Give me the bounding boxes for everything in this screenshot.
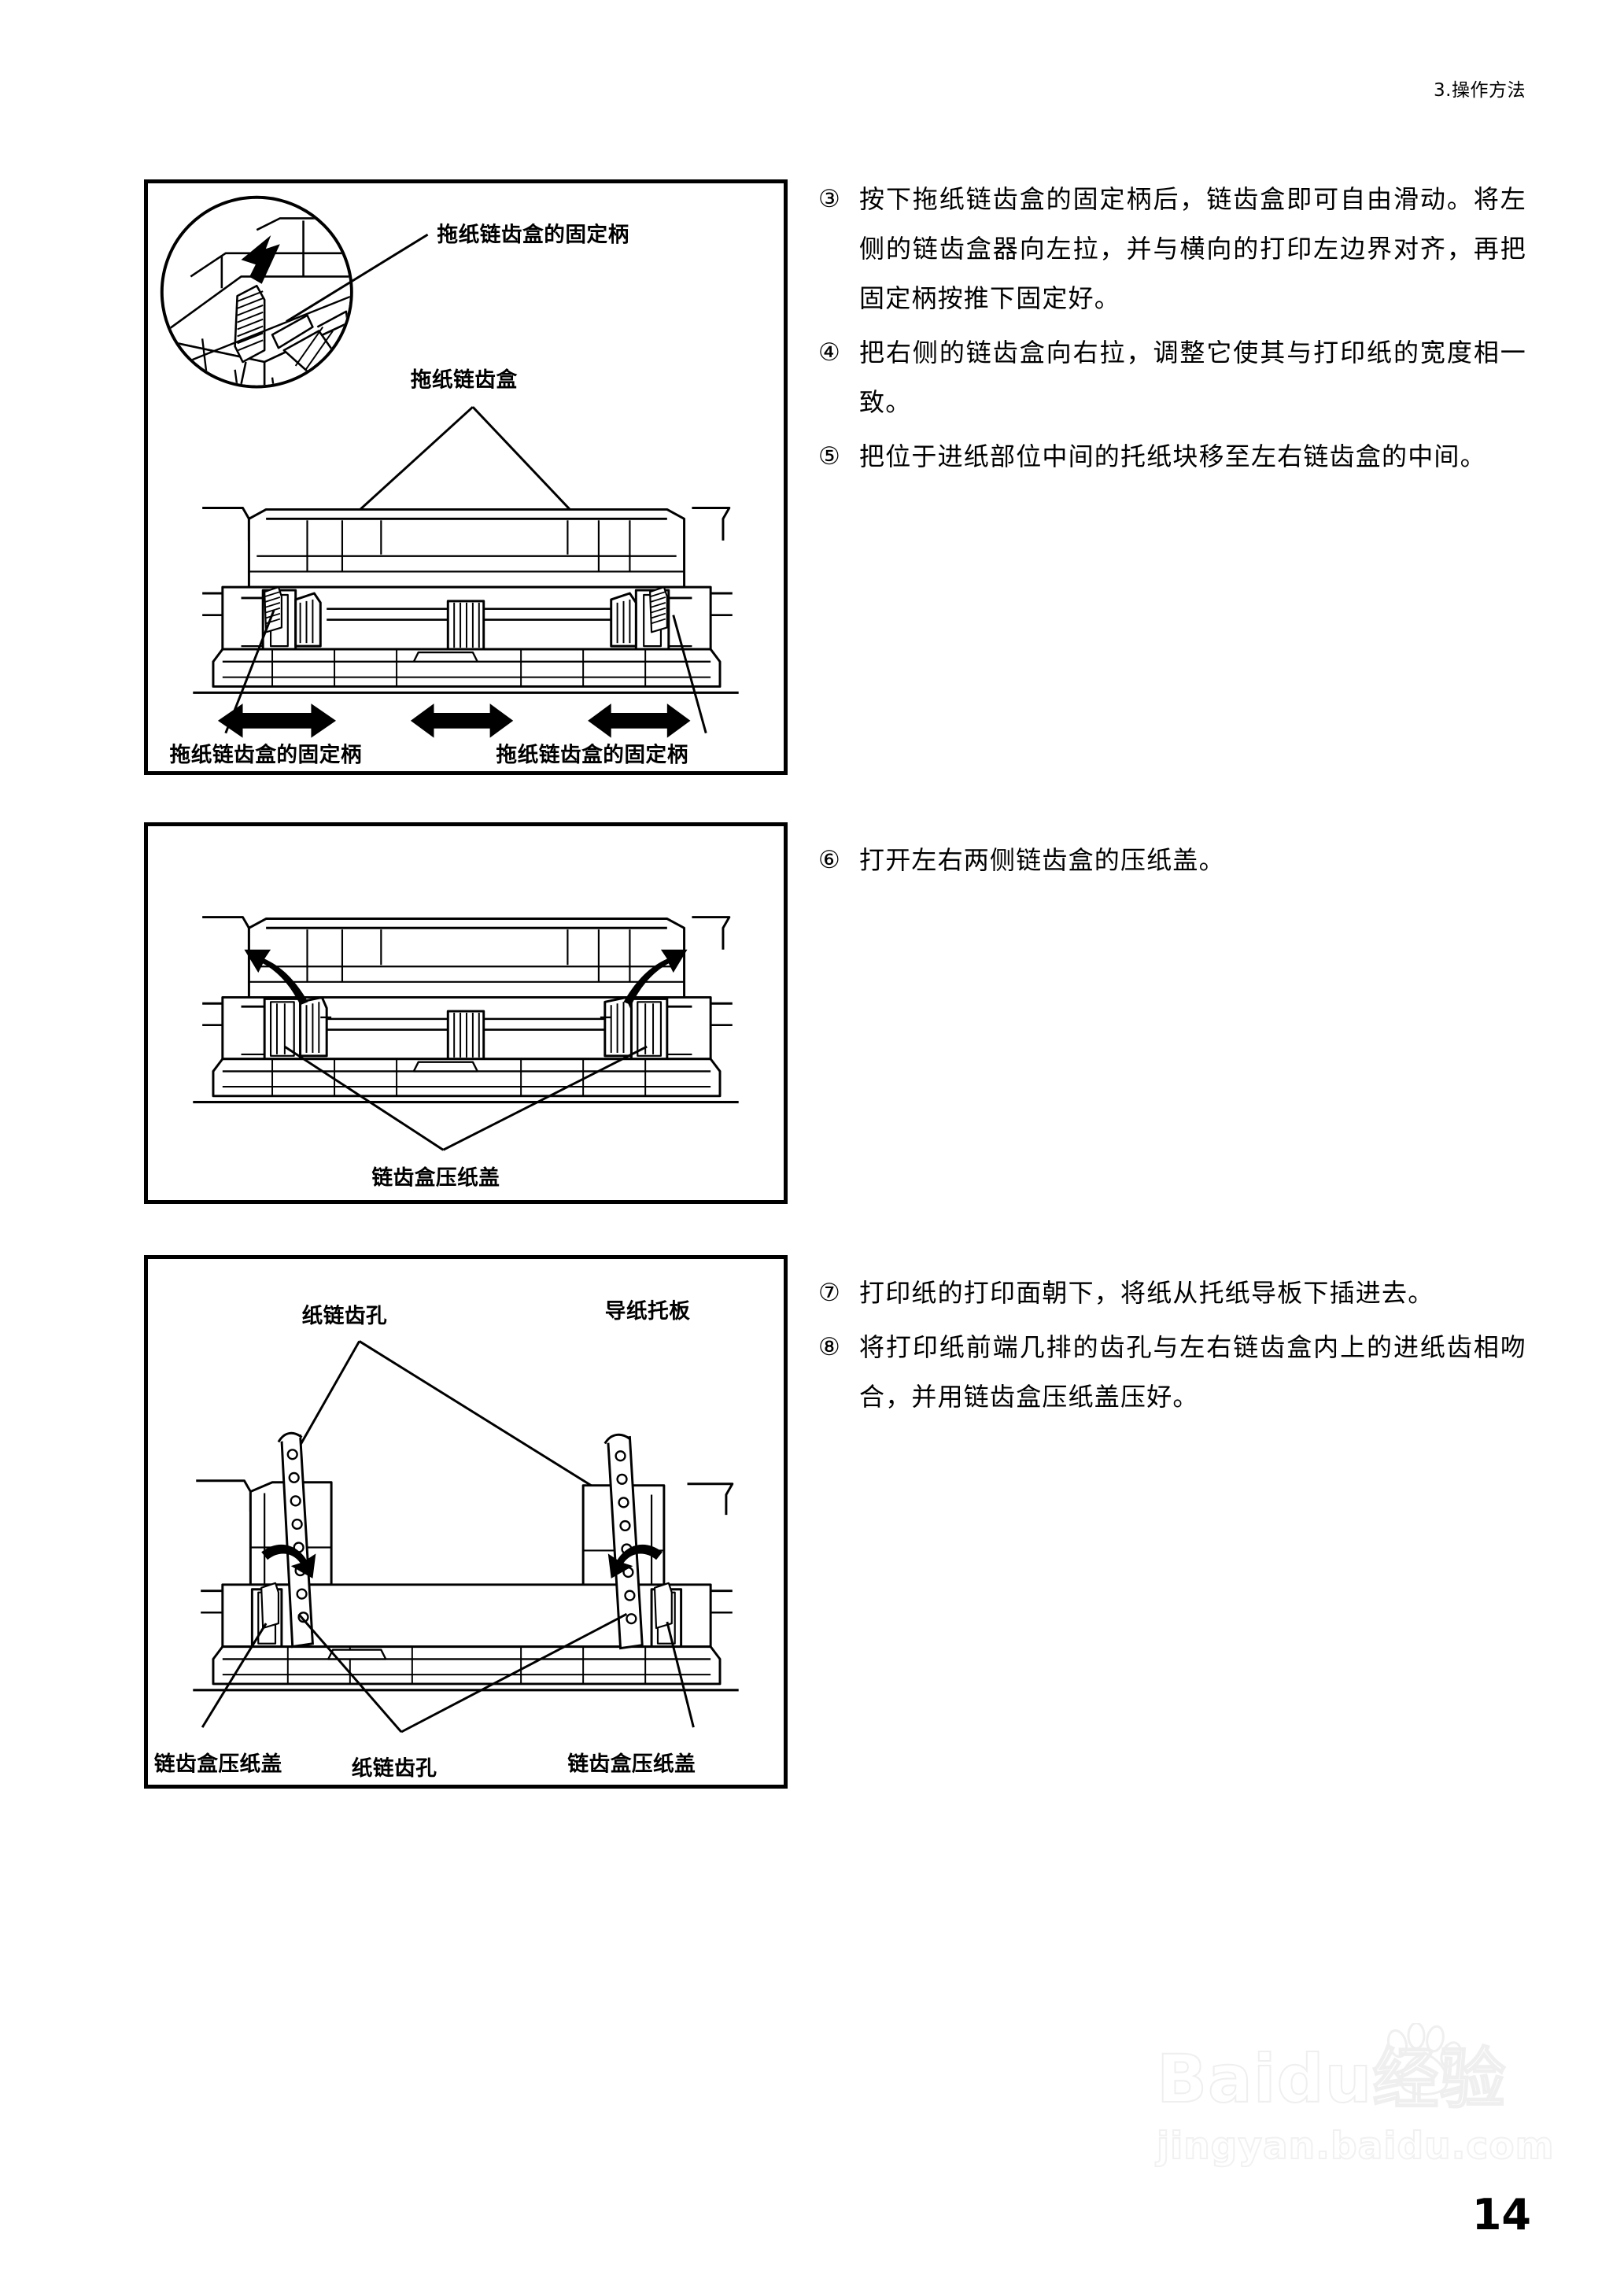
figure-tractor-unit-overview: 拖纸链齿盒的固定柄 拖纸链齿盒 [144,179,788,775]
right-tractor-open [600,995,692,1061]
centre-paper-support-2 [446,1010,485,1061]
leader-line-bottom-right-handle [672,615,707,734]
printer-body-art-3 [193,1479,739,1692]
right-tractor-loaded [650,1582,683,1649]
left-tractor-open [241,995,332,1061]
callout-bottom-right-handle: 拖纸链齿盒的固定柄 [496,743,688,767]
callout-tractor-unit: 拖纸链齿盒 [411,368,518,393]
push-arrow-icon [241,234,280,284]
callout-cover-right-3: 链齿盒压纸盖 [567,1752,696,1776]
step-marker: ③ [818,185,840,213]
figure-open-paper-covers: 链齿盒压纸盖 [144,822,788,1204]
step-text: 将打印纸前端几排的齿孔与左右链齿盒内上的进纸齿相吻合，并用链齿盒压纸盖压好。 [859,1332,1526,1412]
instruction-group-2: ⑥ 打开左右两侧链齿盒的压纸盖。 [818,836,1526,890]
step-text: 按下拖纸链齿盒的固定柄后，链齿盒即可自由滑动。将左侧的链齿盒器向左拉，并与横向的… [859,184,1526,313]
instruction-step: ⑦ 打印纸的打印面朝下，将纸从托纸导板下插进去。 [818,1268,1526,1318]
leader-line-cover-left-3 [201,1623,268,1728]
leader-line-cover-right-3 [666,1621,695,1728]
leader-line-bottom-left-handle [224,610,275,734]
callout-paper-guide-plate: 导纸托板 [605,1299,691,1324]
leader-line-cover-right [442,1045,648,1151]
figure-3-illustration: 纸链齿孔 导纸托板 [154,1299,739,1781]
callout-cover-left-3: 链齿盒压纸盖 [154,1752,282,1776]
callout-sprocket-holes-bottom: 纸链齿孔 [352,1756,437,1781]
slide-arrows [217,703,691,738]
step-marker: ④ [818,338,840,367]
step-marker: ⑥ [818,846,840,874]
paw-print-icon [1387,2023,1463,2095]
watermark-url: jingyan.baidu.com [1156,2124,1555,2169]
leader-line-holes-top-left [299,1340,360,1446]
open-cover-arrows [244,949,688,1006]
figure-load-continuous-paper: 纸链齿孔 导纸托板 [144,1255,788,1789]
leader-line-holes-bottom-left [297,1613,403,1733]
step-text: 把右侧的链齿盒向右拉，调整它使其与打印纸的宽度相一致。 [859,338,1526,417]
baidu-jingyan-watermark: Baidu经验 jingyan.baidu.com [1156,2023,1597,2211]
leader-line-cover-left [284,1045,445,1151]
instruction-step: ⑥ 打开左右两侧链齿盒的压纸盖。 [818,836,1526,885]
right-tractor [610,586,692,651]
figure-1-illustration: 拖纸链齿盒的固定柄 拖纸链齿盒 [160,195,739,767]
instruction-group-3: ⑦ 打印纸的打印面朝下，将纸从托纸导板下插进去。 ⑧ 将打印纸前端几排的齿孔与左… [818,1268,1526,1427]
callout-sprocket-holes-top: 纸链齿孔 [302,1304,388,1328]
instruction-step: ⑧ 将打印纸前端几排的齿孔与左右链齿盒内上的进纸齿相吻合，并用链齿盒压纸盖压好。 [818,1323,1526,1422]
instruction-step: ③ 按下拖纸链齿盒的固定柄后，链齿盒即可自由滑动。将左侧的链齿盒器向左拉，并与横… [818,175,1526,323]
centre-paper-support [446,600,485,651]
page-number: 14 [1471,2190,1531,2239]
step-text: 把位于进纸部位中间的托纸块移至左右链齿盒的中间。 [859,441,1486,471]
running-header: 3.操作方法 [1434,80,1526,101]
step-marker: ⑧ [818,1333,840,1361]
step-text: 打开左右两侧链齿盒的压纸盖。 [859,845,1225,875]
instruction-step: ④ 把右侧的链齿盒向右拉，调整它使其与打印纸的宽度相一致。 [818,328,1526,427]
leader-line-holes-top-right [358,1340,625,1507]
step-marker: ⑦ [818,1279,840,1307]
callout-bottom-left-handle: 拖纸链齿盒的固定柄 [170,743,362,767]
leader-line-holes-bottom-right [400,1612,628,1734]
step-text: 打印纸的打印面朝下，将纸从托纸导板下插进去。 [859,1278,1434,1308]
instruction-group-1: ③ 按下拖纸链齿盒的固定柄后，链齿盒即可自由滑动。将左侧的链齿盒器向左拉，并与横… [818,175,1526,486]
instruction-step: ⑤ 把位于进纸部位中间的托纸块移至左右链齿盒的中间。 [818,432,1526,482]
printer-body-art-2 [193,916,739,1104]
callout-detail-handle: 拖纸链齿盒的固定柄 [437,223,629,247]
close-cover-arrows [261,1544,663,1579]
callout-paper-cover: 链齿盒压纸盖 [371,1166,500,1191]
step-marker: ⑤ [818,442,840,471]
detail-circle-inset [160,195,353,389]
leader-line-detail-handle [286,233,429,323]
watermark-brand: Baidu经验 [1156,2040,1507,2118]
figure-2-illustration: 链齿盒压纸盖 [193,916,739,1191]
printer-body-art [193,506,739,694]
